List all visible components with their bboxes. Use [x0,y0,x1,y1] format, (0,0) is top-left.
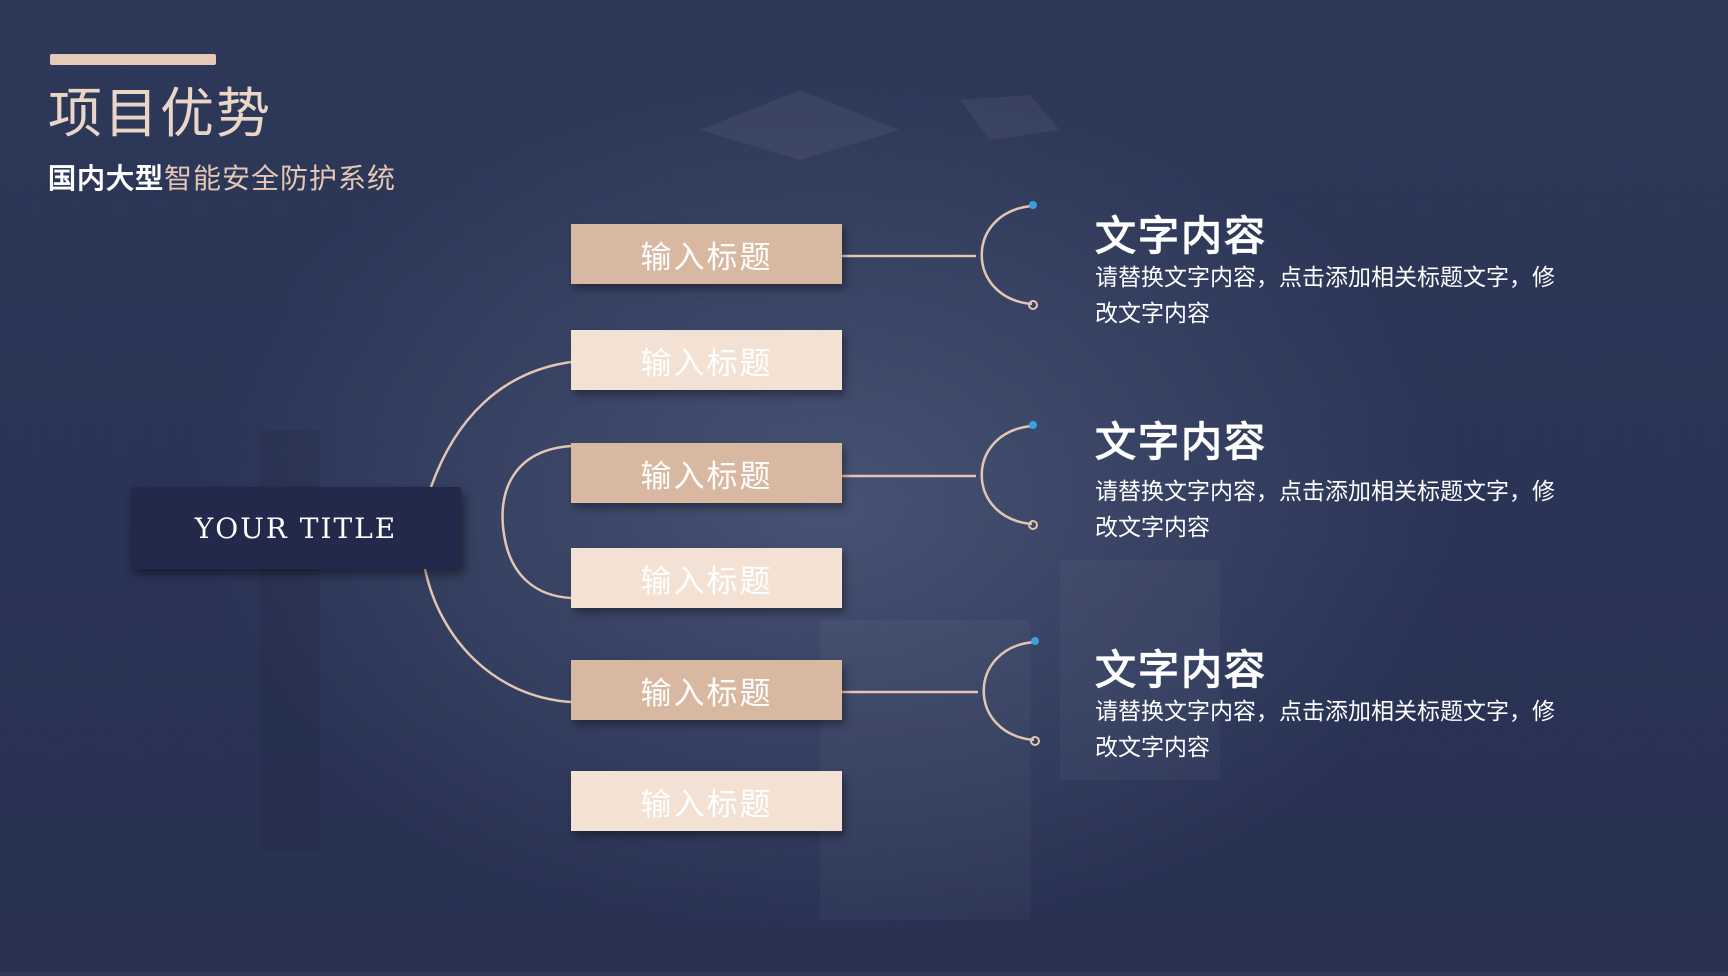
root-title-box[interactable]: YOUR TITLE [131,487,461,569]
page-subtitle: 国内大型智能安全防护系统 [48,160,396,198]
content-block-2: 文字内容 请替换文字内容，点击添加相关标题文字，修改文字内容 [1095,418,1575,546]
node-1[interactable]: 输入标题 [571,224,842,284]
node-6[interactable]: 输入标题 [571,771,842,831]
content-heading: 文字内容 [1095,418,1267,466]
content-block-3: 文字内容 请替换文字内容，点击添加相关标题文字，修改文字内容 [1095,646,1575,766]
subtitle-part-2: 智能安全防护系统 [164,162,397,195]
page-title: 项目优势 [48,82,272,145]
content-heading: 文字内容 [1095,646,1267,694]
node-4[interactable]: 输入标题 [571,548,842,608]
subtitle-part-1: 国内大型 [48,162,165,195]
content-body: 请替换文字内容，点击添加相关标题文字，修改文字内容 [1095,265,1555,327]
content-body: 请替换文字内容，点击添加相关标题文字，修改文字内容 [1095,479,1555,541]
content-body: 请替换文字内容，点击添加相关标题文字，修改文字内容 [1095,699,1555,761]
node-5[interactable]: 输入标题 [571,660,842,720]
bracket-dot [1029,201,1037,209]
title-accent-bar [50,54,216,65]
node-3[interactable]: 输入标题 [571,443,842,503]
content-heading: 文字内容 [1095,212,1267,260]
node-2[interactable]: 输入标题 [571,330,842,390]
content-block-1: 文字内容 请替换文字内容，点击添加相关标题文字，修改文字内容 [1095,212,1575,332]
